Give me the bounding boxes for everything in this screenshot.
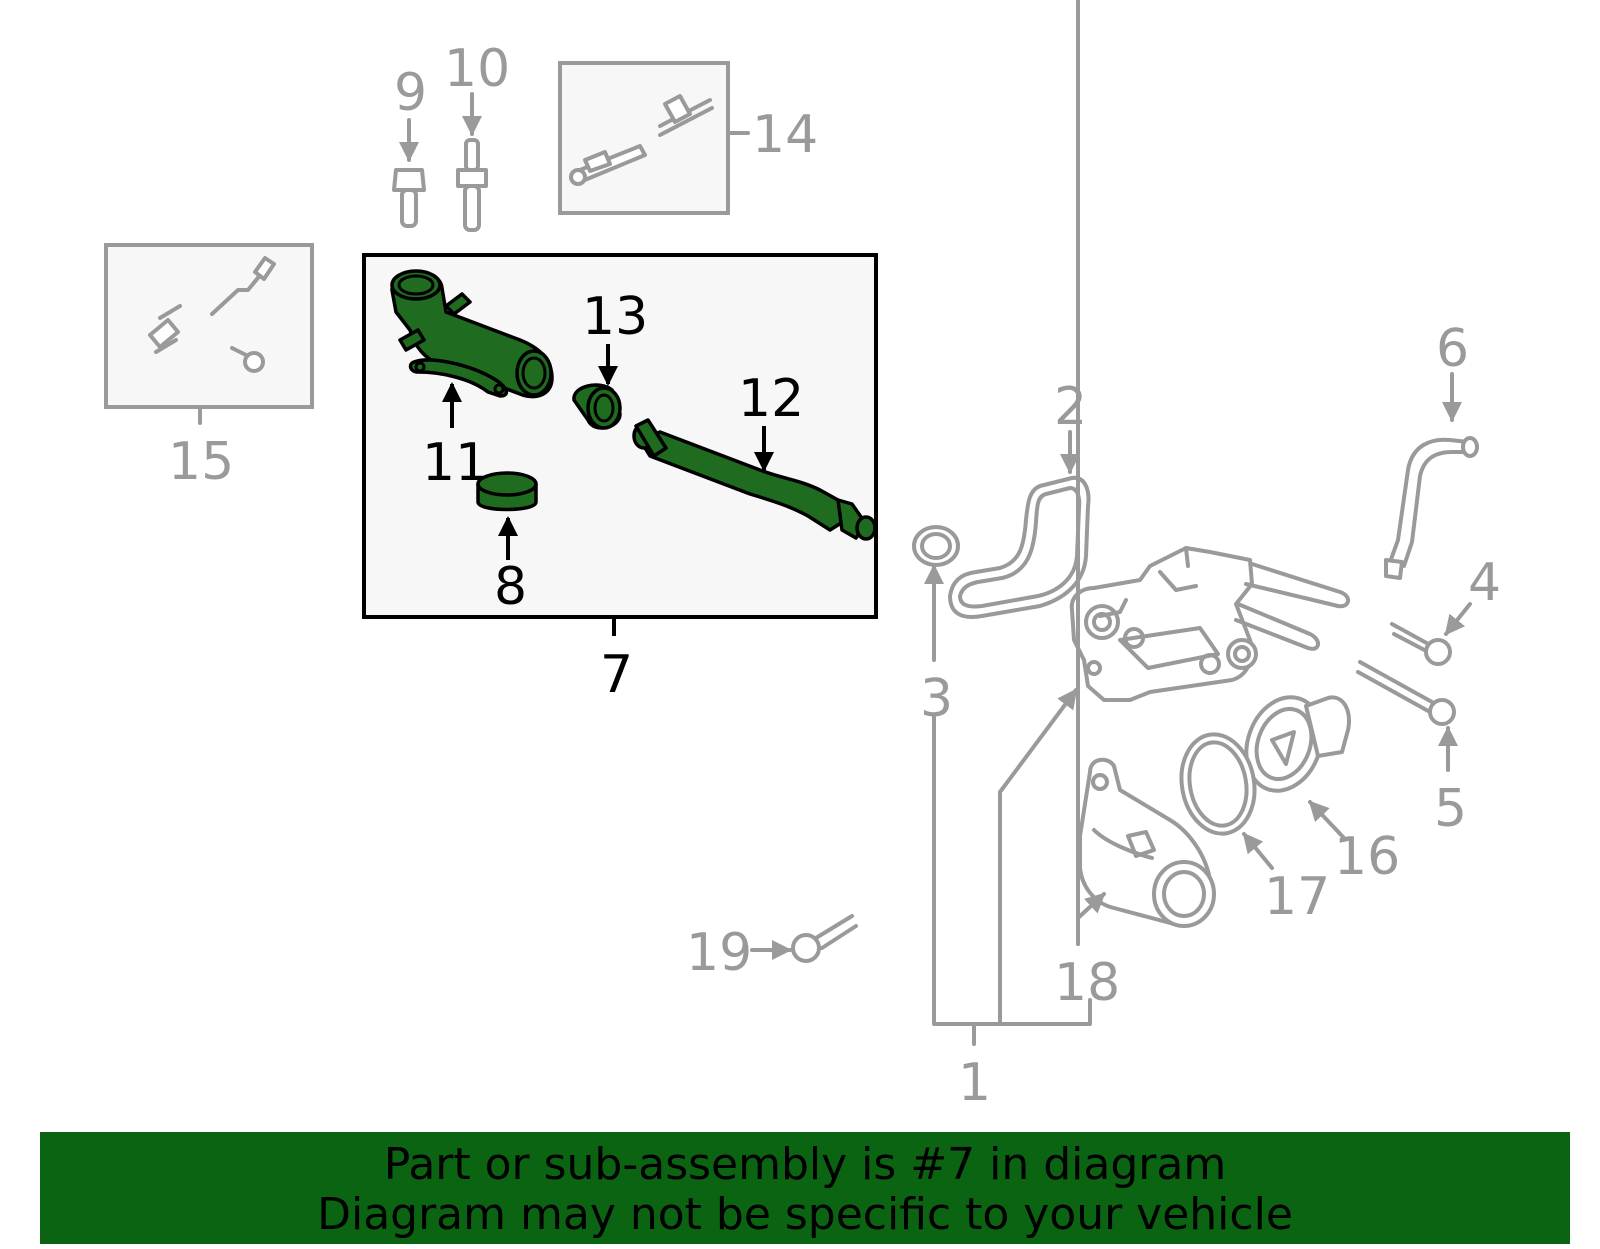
callout-9: 9: [394, 63, 427, 123]
bolt-5: [1356, 660, 1456, 726]
assembly-box-7: 11 8 13 12 7: [362, 253, 878, 705]
callout-7: 7: [600, 645, 633, 705]
thermostat-16: [1244, 695, 1351, 793]
hose-fitting-icon: [569, 94, 714, 186]
callout-1-bracket: [932, 688, 1092, 1046]
gasket-2: [948, 475, 1091, 619]
callout-14: 14: [752, 105, 818, 165]
callout-18: 18: [1054, 953, 1120, 1013]
plug-cap-icon: [476, 471, 538, 512]
callout-10: 10: [444, 39, 510, 99]
bolt-19: [791, 914, 858, 963]
kit-box-14: 14: [558, 61, 818, 215]
water-inlet-18: [1078, 757, 1216, 928]
o-ring-3: [912, 525, 960, 567]
callout-2: 2: [1054, 377, 1087, 437]
coolant-outlet-housing-icon: [390, 269, 554, 399]
callout-15: 15: [168, 432, 234, 492]
kit-box-15: 15: [104, 243, 314, 492]
callout-3: 3: [920, 669, 953, 729]
callout-8: 8: [494, 557, 527, 617]
info-banner: Part or sub-assembly is #7 in diagram Di…: [40, 1132, 1570, 1244]
sensor-connector-icon: [148, 256, 276, 373]
coolant-tube-icon: [632, 418, 877, 541]
callout-5: 5: [1434, 779, 1467, 839]
bolt-4: [1390, 622, 1452, 666]
callout-12: 12: [738, 369, 804, 429]
callout-1: 1: [958, 1053, 991, 1113]
callout-17: 17: [1264, 867, 1330, 927]
callout-6: 6: [1436, 319, 1469, 379]
callout-4: 4: [1468, 553, 1501, 613]
callout-19: 19: [686, 923, 752, 983]
callout-16: 16: [1334, 827, 1400, 887]
thermostat-housing: [1069, 546, 1350, 702]
pipe-6: [1384, 436, 1479, 580]
seal-ring-icon: [572, 383, 622, 430]
banner-line-1: Part or sub-assembly is #7 in diagram: [383, 1139, 1227, 1190]
o-ring-17: [1179, 732, 1257, 836]
bolt-10: 10: [444, 39, 510, 232]
callout-13: 13: [582, 287, 648, 347]
banner-line-2: Diagram may not be specific to your vehi…: [317, 1189, 1293, 1240]
bolt-9: 9: [392, 63, 427, 228]
